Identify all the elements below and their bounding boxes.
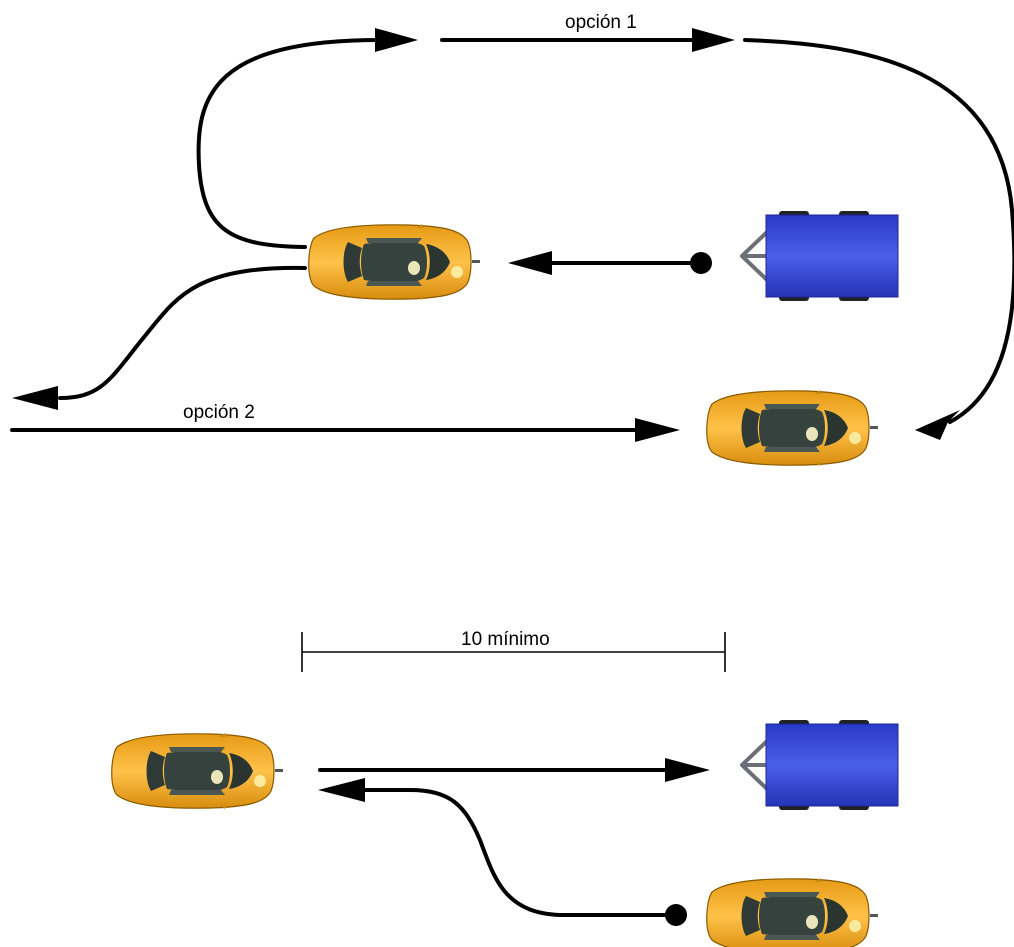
option1-label: opción 1 [565,12,637,33]
trailer-top-view-icon [740,718,900,812]
car-top-view-icon [706,877,879,947]
arrowhead-icon [508,251,552,275]
option2-left-path [58,265,307,400]
distance-dimension [301,632,726,672]
car-top-view-icon [111,732,284,810]
option1-right-path [743,38,1014,424]
start-dot-icon [665,904,687,926]
arrowhead-icon [692,28,735,52]
trailer-top-view-icon [740,209,900,303]
paths [10,38,1014,917]
arrowhead-icon [915,410,960,440]
car-top-view-icon [308,223,481,301]
arrowhead-icon [318,778,365,802]
distance-label: 10 mínimo [461,629,550,650]
arrowhead-icon [375,28,418,52]
return-path [363,788,675,917]
arrowhead-icon [665,758,710,782]
arrowheads [12,28,960,802]
car-top-view-icon [706,389,879,467]
start-dot-icon [690,252,712,274]
option1-path [196,38,382,249]
arrowhead-icon [12,386,58,410]
arrowhead-icon [635,418,680,442]
option2-label: opción 2 [183,402,255,423]
